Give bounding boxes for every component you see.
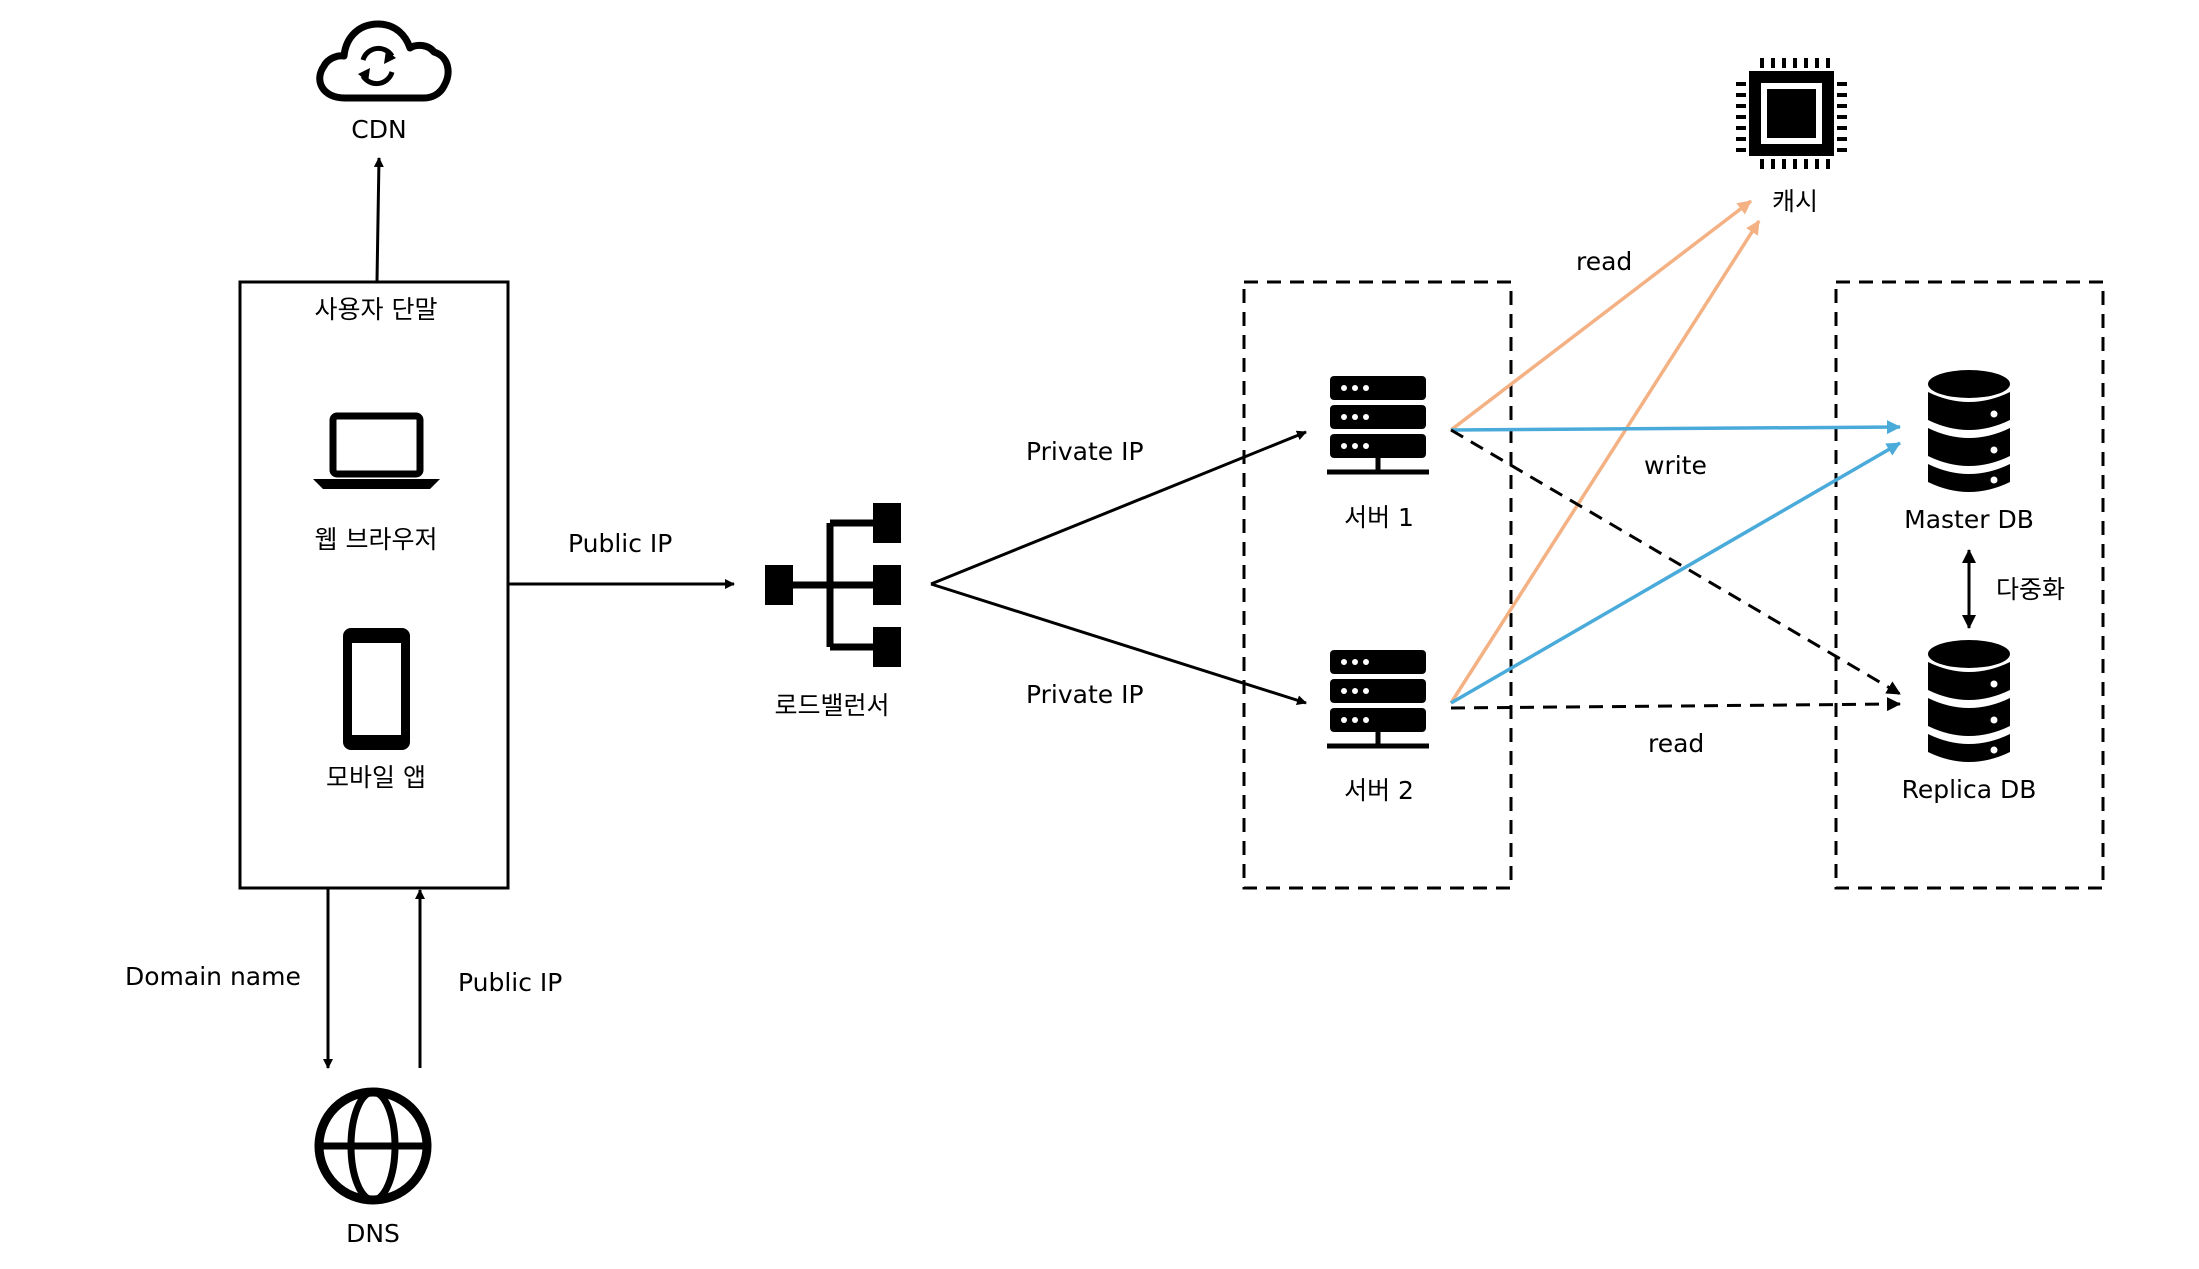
server-rack-icon — [1327, 650, 1429, 749]
public-ip-to-lb-label: Public IP — [568, 529, 672, 558]
mobile-app-label: 모바일 앱 — [326, 763, 426, 792]
write-label: write — [1644, 451, 1707, 480]
cpu-chip-icon — [1736, 58, 1847, 169]
master-db-label: Master DB — [1904, 505, 2034, 534]
read-replica-label: read — [1648, 729, 1704, 758]
private-ip-1-label: Private IP — [1026, 437, 1144, 466]
client-to-cdn-arrow — [373, 157, 384, 282]
web-browser-label: 웹 브라우저 — [315, 525, 438, 554]
client-box — [238, 280, 510, 890]
laptop-icon — [313, 412, 440, 489]
public-ip-from-dns-label: Public IP — [458, 968, 562, 997]
server2-read-cache-arrow — [1449, 220, 1761, 704]
private-ip-2-label: Private IP — [1026, 680, 1144, 709]
smartphone-icon — [343, 628, 410, 750]
cache-label: 캐시 — [1772, 187, 1818, 216]
client-box-label: 사용자 단말 — [315, 295, 438, 324]
server1-read-replica-arrow — [1450, 428, 1901, 696]
database-icon — [1928, 370, 2010, 492]
cdn-label: CDN — [351, 115, 406, 144]
replication-label: 다중화 — [1996, 575, 2065, 604]
server1-label: 서버 1 — [1344, 503, 1414, 532]
read-cache-label: read — [1576, 247, 1632, 276]
server-rack-icon — [1327, 376, 1429, 475]
server2-label: 서버 2 — [1344, 776, 1414, 805]
globe-icon — [314, 1087, 432, 1205]
load-balancer-label: 로드밸런서 — [774, 691, 889, 720]
database-icon — [1928, 640, 2010, 762]
server1-read-cache-arrow — [1449, 199, 1753, 432]
server1-write-master-arrow — [1450, 420, 1901, 435]
dns-label: DNS — [346, 1219, 400, 1248]
cloud-sync-icon — [316, 20, 452, 102]
server2-read-replica-arrow — [1450, 697, 1901, 712]
server2-write-master-arrow — [1450, 441, 1901, 705]
load-balancer-icon — [765, 503, 901, 667]
domain-name-label: Domain name — [125, 962, 301, 991]
replica-db-label: Replica DB — [1902, 775, 2037, 804]
